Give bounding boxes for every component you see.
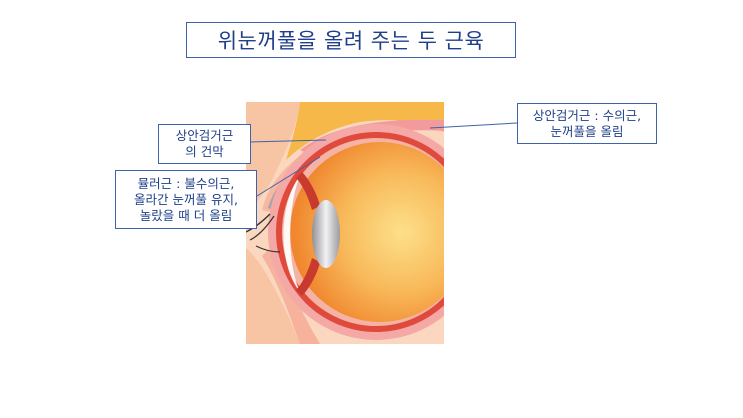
label-text: 놀랐을 때 더 올림 bbox=[140, 208, 232, 224]
label-levator-muscle: 상안검거근 : 수의근, 눈꺼풀을 올림 bbox=[517, 103, 657, 144]
label-text: 눈꺼풀을 올림 bbox=[551, 124, 624, 140]
label-muller-muscle: 뮬러근 : 불수의근, 올라간 눈꺼풀 유지, 놀랐을 때 더 올림 bbox=[115, 170, 257, 229]
label-text: 뮬러근 : 불수의근, bbox=[138, 176, 235, 192]
label-text: 의 건막 bbox=[185, 144, 223, 160]
label-levator-aponeurosis: 상안검거근 의 건막 bbox=[158, 124, 251, 164]
label-text: 상안검거근 : 수의근, bbox=[533, 108, 641, 124]
label-text: 올라간 눈꺼풀 유지, bbox=[134, 192, 238, 208]
label-text: 상안검거근 bbox=[176, 128, 234, 144]
lens bbox=[312, 200, 340, 268]
eye-anatomy-panel bbox=[246, 102, 484, 344]
